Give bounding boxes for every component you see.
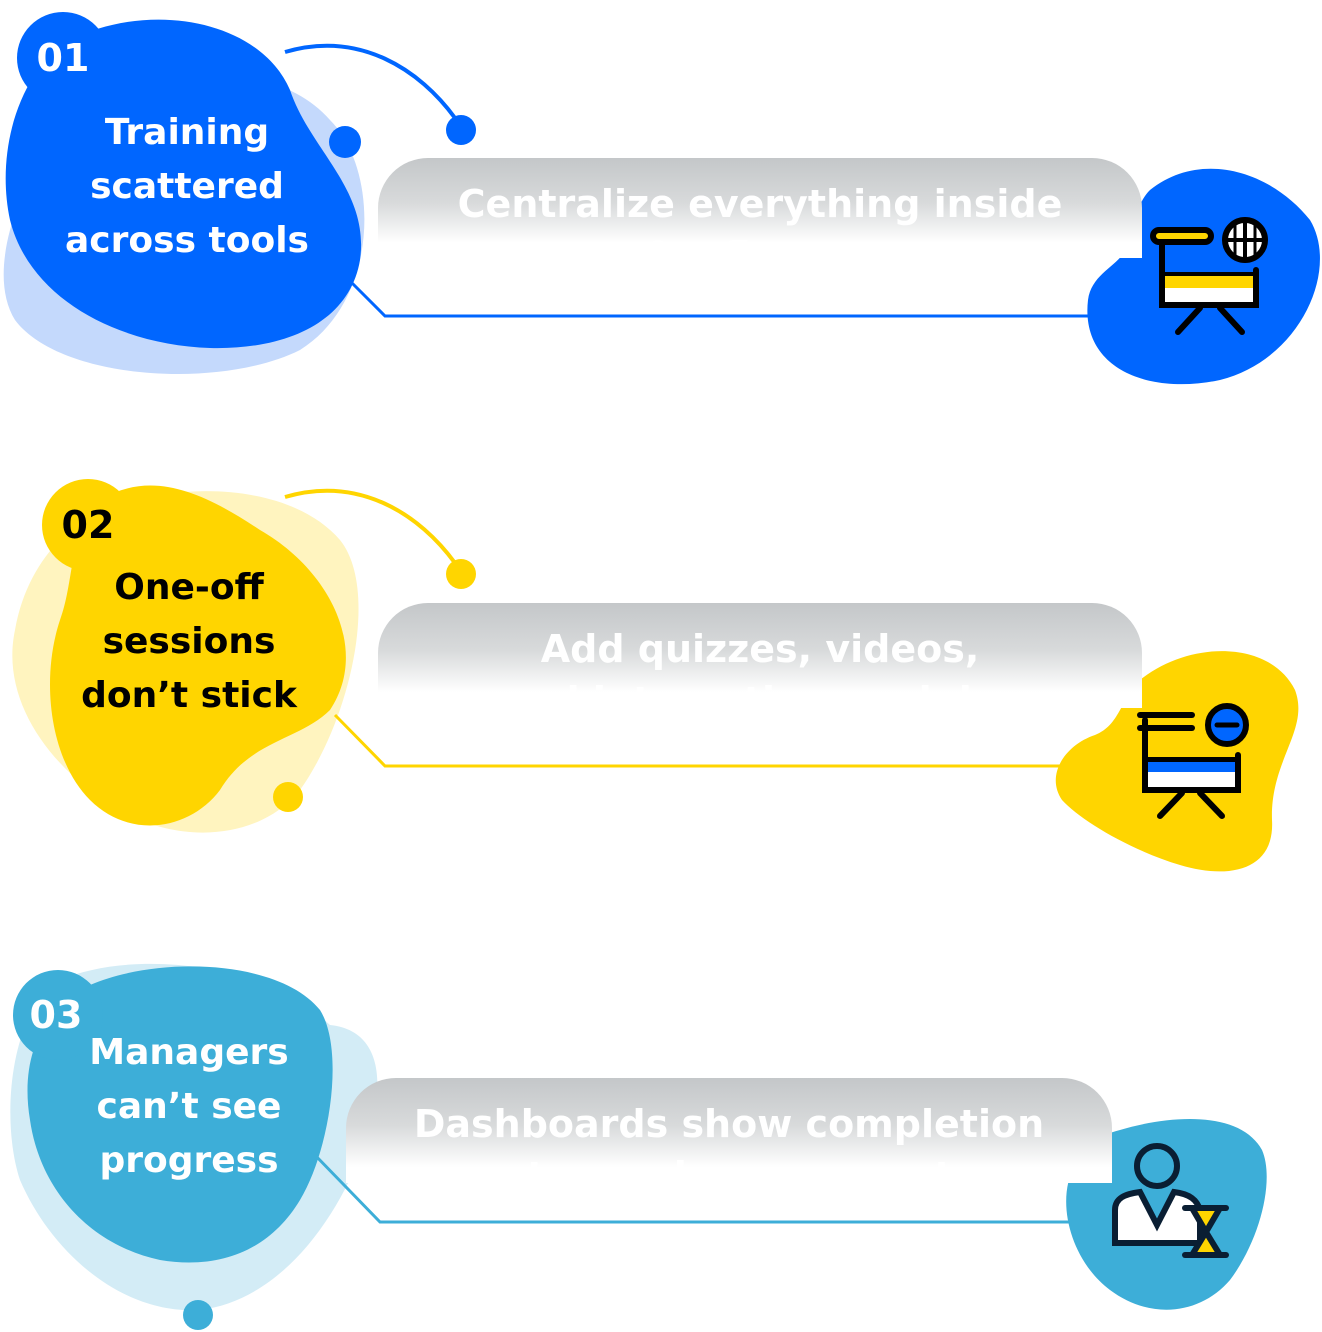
step-3-blob bbox=[27, 966, 333, 1263]
step-1-title: Training scattered across tools bbox=[27, 106, 347, 268]
presentation-board-minus-icon bbox=[1137, 703, 1249, 819]
step-3-title: Managers can’t see progress bbox=[29, 1026, 349, 1188]
solution-line: Dashboards show completion bbox=[413, 1102, 1045, 1146]
step-1-number-badge bbox=[17, 12, 109, 104]
presentation-board-globe-icon bbox=[1150, 217, 1268, 335]
title-line: scattered bbox=[90, 166, 284, 207]
solution-line: and interactive modules bbox=[499, 679, 1021, 708]
title-line: can’t see bbox=[96, 1086, 282, 1127]
title-line: Training bbox=[104, 112, 270, 153]
manager-hourglass-icon bbox=[1112, 1143, 1229, 1258]
title-line: across tools bbox=[65, 220, 309, 261]
step-1-blob bbox=[5, 19, 362, 349]
step-2-number-badge bbox=[42, 479, 134, 571]
title-line: One-off bbox=[114, 567, 264, 608]
step-2-arc-dot bbox=[446, 559, 476, 589]
step-1-connector-arc bbox=[284, 43, 457, 120]
step-3-connector-line bbox=[310, 1150, 1080, 1224]
step-2-title: One-off sessions don’t stick bbox=[29, 561, 349, 723]
step-2-number: 02 bbox=[61, 503, 115, 547]
step-2-connector-arc bbox=[284, 488, 457, 565]
solution-line: rates and assessments bbox=[482, 1154, 976, 1183]
step-1-connector-line bbox=[350, 281, 1100, 318]
solution-line: Add quizzes, videos, bbox=[540, 627, 980, 671]
step-1-number: 01 bbox=[36, 36, 90, 80]
step-2-connector-line bbox=[333, 713, 1070, 768]
step-3-solution-pill: Dashboards show completion rates and asse… bbox=[346, 1078, 1112, 1183]
solution-line: Confluence bbox=[641, 234, 879, 258]
step-1-dot bbox=[329, 126, 361, 158]
title-line: don’t stick bbox=[81, 675, 297, 716]
step-3-number-badge bbox=[13, 970, 103, 1060]
title-line: progress bbox=[99, 1140, 279, 1181]
step-3-number: 03 bbox=[29, 993, 83, 1037]
title-line: sessions bbox=[102, 621, 276, 662]
solution-line: Centralize everything inside bbox=[457, 182, 1063, 226]
step-3-dot bbox=[183, 1300, 213, 1330]
step-2-blob bbox=[50, 485, 346, 826]
step-2-dot bbox=[273, 782, 303, 812]
step-2-solution-pill: Add quizzes, videos, and interactive modu… bbox=[378, 603, 1142, 708]
title-line: Managers bbox=[89, 1032, 289, 1073]
step-1-arc-dot bbox=[446, 115, 476, 145]
